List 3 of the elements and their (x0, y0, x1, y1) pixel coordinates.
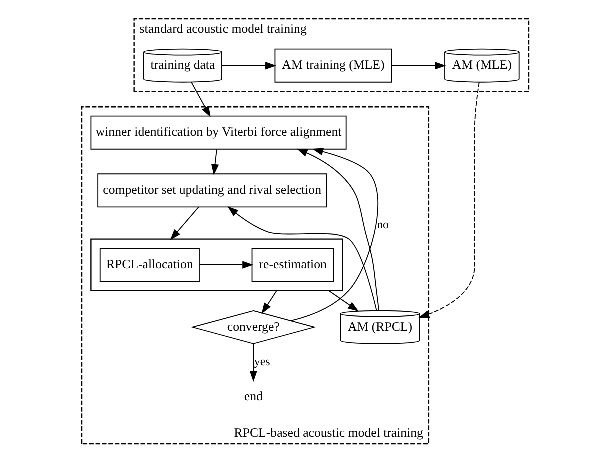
edge-label: no (377, 218, 390, 232)
node-text: end (244, 390, 263, 404)
edge-label: yes (254, 354, 270, 368)
